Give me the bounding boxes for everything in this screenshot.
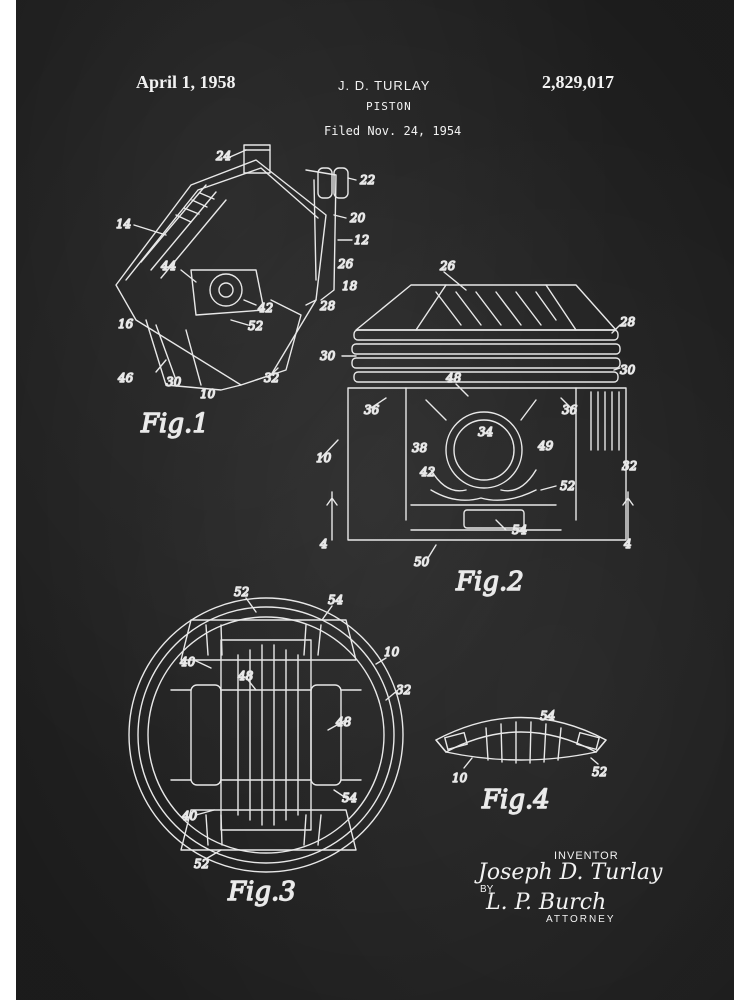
ref-54: 54: [342, 791, 357, 805]
fig-3-label: Fig.3: [227, 877, 296, 907]
ref-26: 26: [337, 257, 354, 271]
fig-1-label: Fig.1: [140, 409, 209, 439]
ref-4-left: 4: [319, 537, 328, 551]
patent-number: 2,829,017: [542, 72, 614, 92]
by-label: BY: [480, 884, 494, 895]
ref-46: 46: [117, 371, 134, 385]
ref-24: 24: [215, 149, 231, 163]
ref-20: 20: [349, 211, 366, 225]
ref-49: 49: [537, 439, 554, 453]
ref-50: 50: [414, 555, 430, 569]
ref-32: 32: [264, 371, 279, 385]
ref-40: 40: [181, 809, 198, 823]
piston-drawings: 24 22 14 20 12 26 44 18 28 42 52 16 46 3…: [115, 144, 638, 908]
ref-36: 36: [364, 403, 380, 417]
ref-26: 26: [439, 259, 456, 273]
ref-54: 54: [512, 523, 527, 537]
attorney-label: ATTORNEY: [546, 914, 616, 925]
ref-32: 32: [396, 683, 411, 697]
ref-38: 38: [412, 441, 428, 455]
inventor-label: INVENTOR: [554, 850, 619, 862]
figure-3-drawing: 52 54 10 40 48 32 48 54 40 52 Fig.3: [128, 584, 412, 908]
ref-30: 30: [166, 375, 182, 389]
ref-12: 12: [354, 233, 369, 247]
ref-54: 54: [540, 709, 555, 723]
ref-22: 22: [359, 173, 375, 187]
ref-10: 10: [452, 771, 468, 785]
figure-1-drawing: 24 22 14 20 12 26 44 18 28 42 52 16 46 3…: [115, 144, 376, 440]
ref-48: 48: [445, 371, 462, 385]
fig-4-label: Fig.4: [481, 785, 550, 815]
ref-28: 28: [319, 299, 336, 313]
ref-10: 10: [200, 387, 216, 401]
ref-54: 54: [328, 593, 343, 607]
fig-2-label: Fig.2: [455, 567, 524, 597]
ref-52: 52: [234, 585, 249, 599]
ref-52: 52: [560, 479, 575, 493]
patent-date: April 1, 1958: [136, 72, 236, 92]
inventor-name: J. D. TURLAY: [338, 78, 431, 93]
ref-52: 52: [194, 857, 209, 871]
ref-42: 42: [257, 301, 273, 315]
ref-36: 36: [562, 403, 578, 417]
ref-28: 28: [619, 315, 636, 329]
ref-4-right: 4: [623, 537, 632, 551]
ref-48: 48: [335, 715, 352, 729]
ref-48: 48: [237, 669, 254, 683]
figure-4-drawing: 54 52 10 Fig.4: [435, 708, 608, 816]
patent-drawing-sheet: April 1, 1958 J. D. TURLAY PISTON Filed …: [16, 0, 734, 1000]
ref-34: 34: [478, 425, 493, 439]
patent-title: PISTON: [366, 100, 412, 113]
ref-16: 16: [118, 317, 134, 331]
ref-42: 42: [419, 465, 435, 479]
ref-30: 30: [620, 363, 636, 377]
figure-2-drawing: 26 28 30 30 48 36 36 34 49 38 10 42 32 5…: [315, 258, 638, 597]
ref-52: 52: [592, 765, 607, 779]
ref-10: 10: [384, 645, 400, 659]
ref-52: 52: [248, 319, 263, 333]
ref-40: 40: [179, 655, 196, 669]
ref-14: 14: [116, 217, 131, 231]
ref-18: 18: [342, 279, 358, 293]
ref-30: 30: [320, 349, 336, 363]
ref-32: 32: [622, 459, 637, 473]
filed-date: Filed Nov. 24, 1954: [324, 124, 462, 138]
inventor-signature: Joseph D. Turlay: [478, 860, 663, 885]
ref-10: 10: [316, 451, 332, 465]
ref-44: 44: [160, 259, 176, 273]
attorney-signature: L. P. Burch: [486, 890, 607, 915]
